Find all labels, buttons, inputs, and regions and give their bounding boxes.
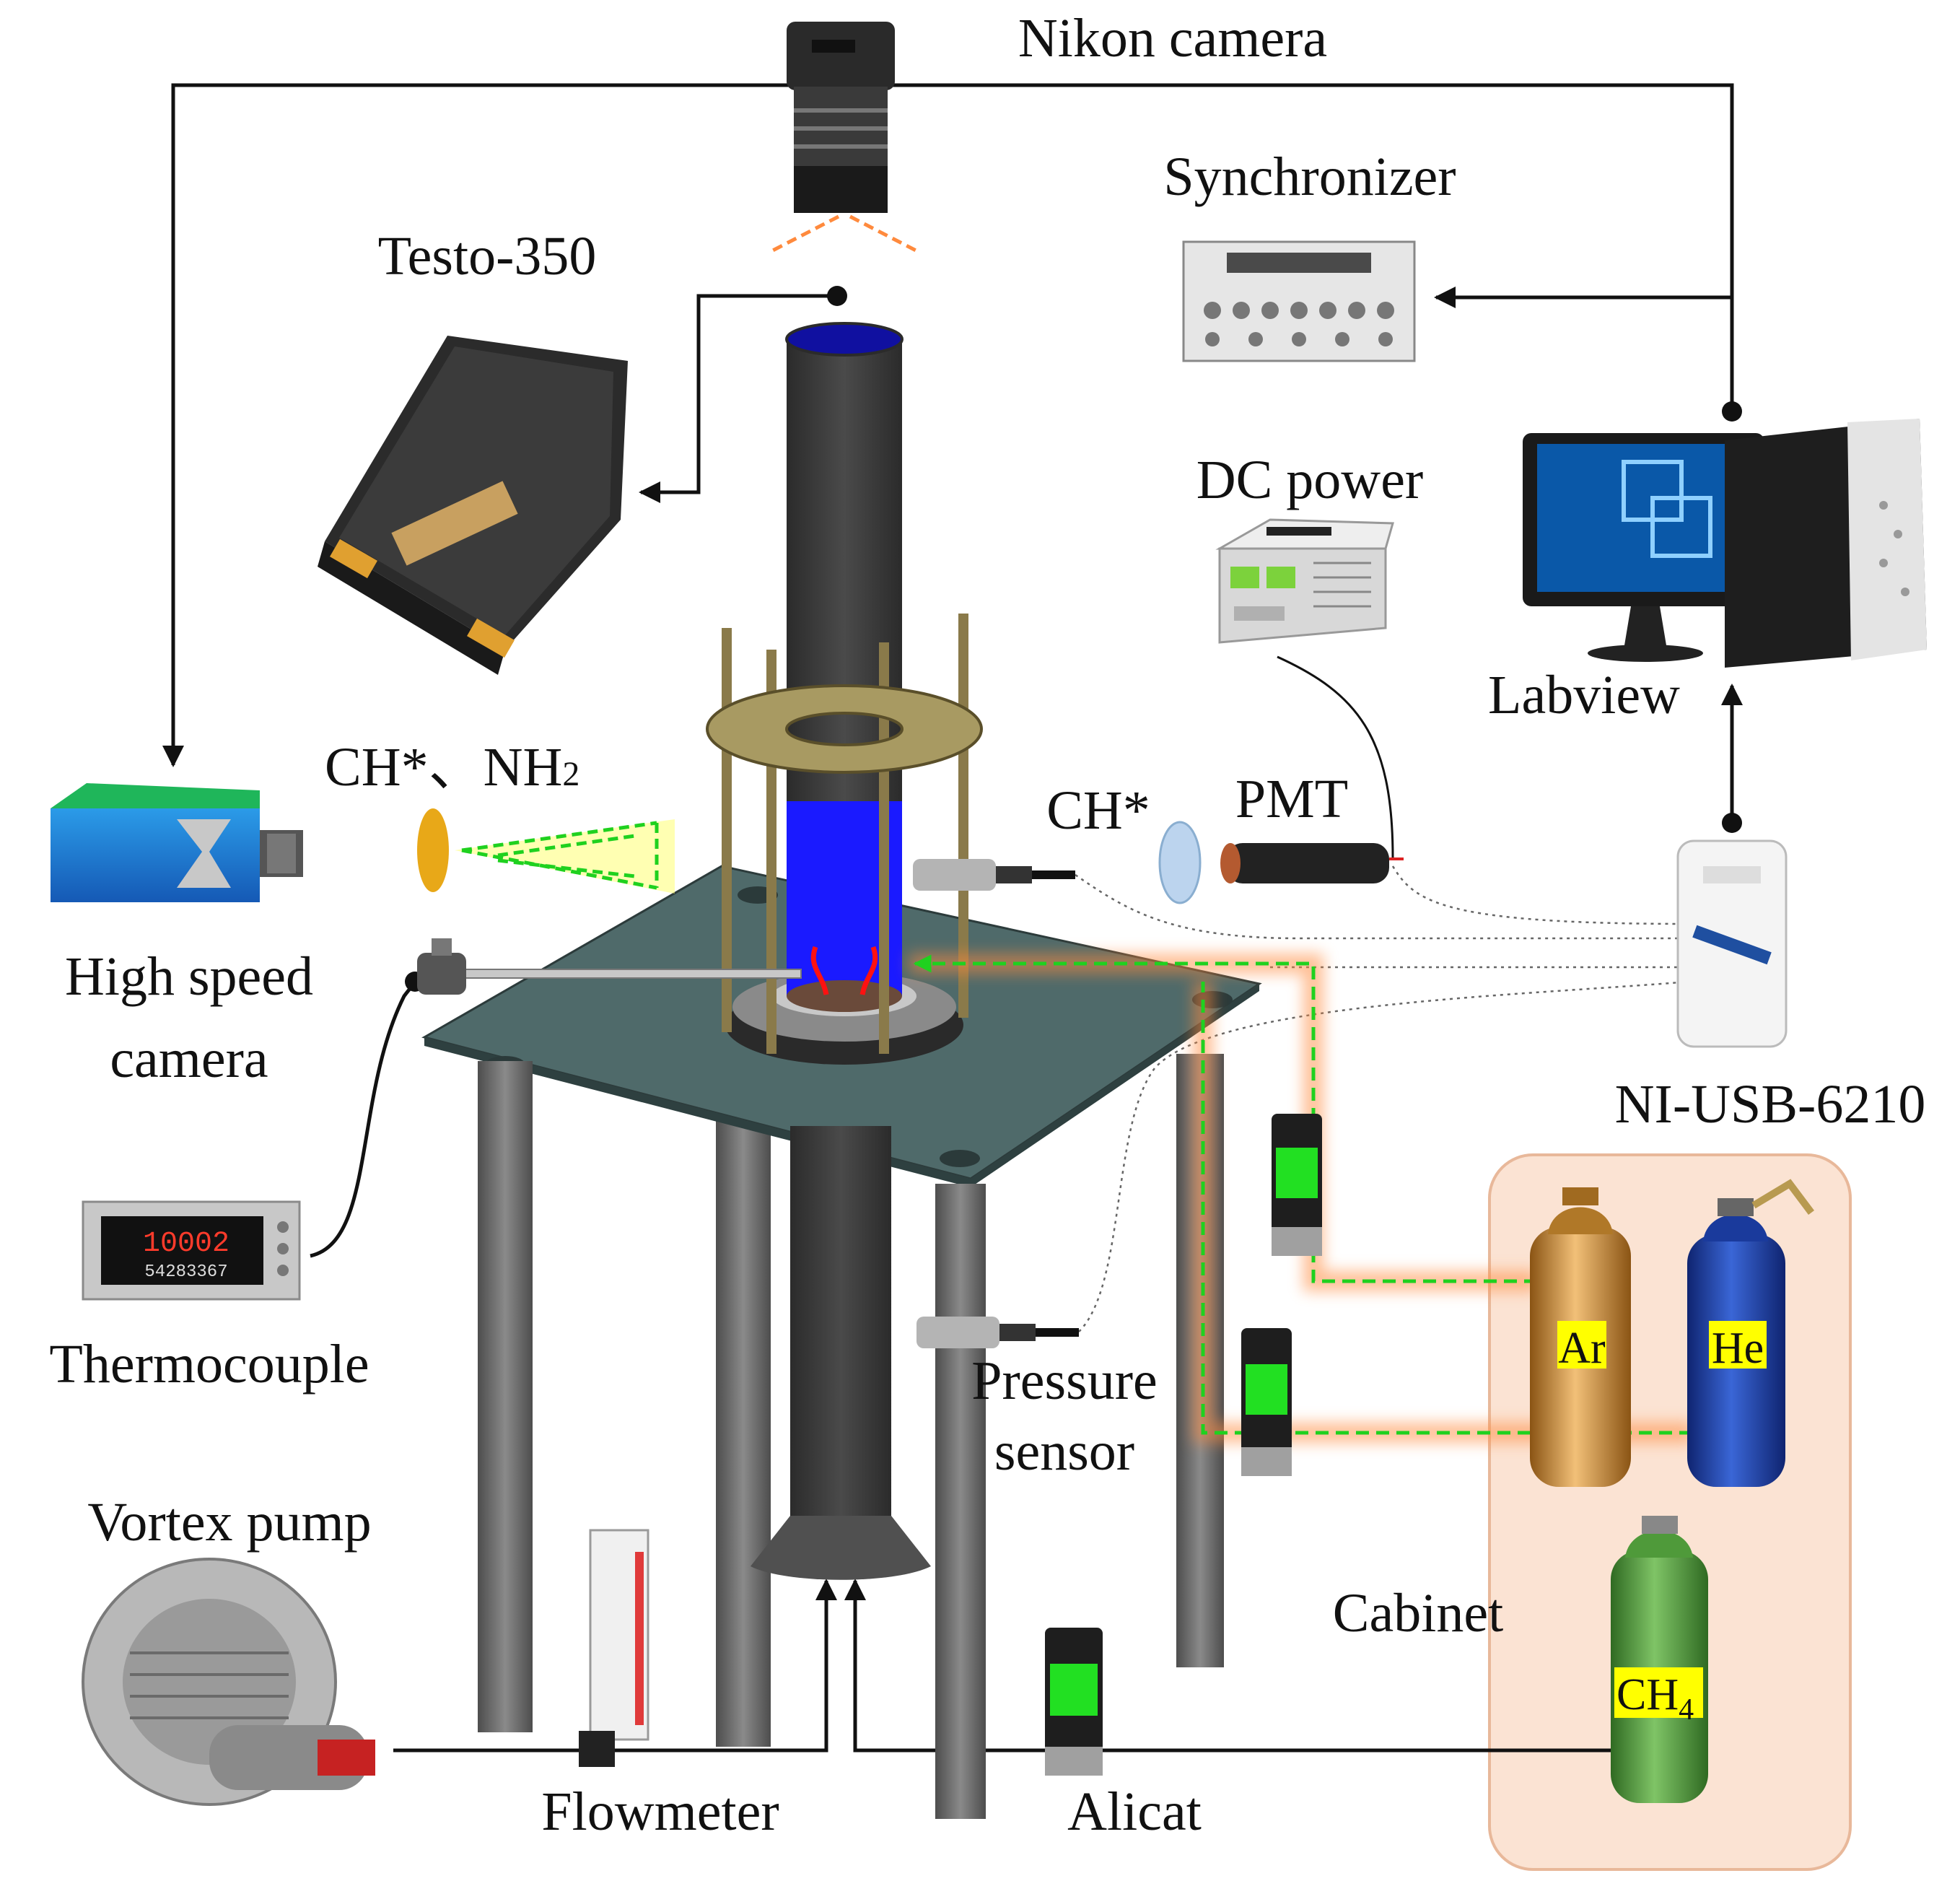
alicat-controller <box>1045 1628 1103 1776</box>
exhaust-cone <box>751 1516 931 1580</box>
label-emission-species: CH*、NH2 <box>325 737 579 798</box>
gas-label-ch4: CH4 <box>1616 1670 1694 1727</box>
pmt-icon <box>1158 821 1404 904</box>
vortex-pump-icon <box>82 1558 375 1806</box>
gas-line-green <box>913 954 1692 1435</box>
burner-legs-front <box>478 1061 986 1819</box>
mass-flow-controller-he <box>1241 1328 1292 1476</box>
synchronizer-icon <box>1182 240 1416 362</box>
label-pressure: Pressure <box>971 1350 1158 1411</box>
junction-tube-top <box>827 286 847 306</box>
label-nikon-camera: Nikon camera <box>1018 8 1327 69</box>
dotted-sensor-wires <box>1075 865 1689 1332</box>
thermo-display-bottom: 54283367 <box>144 1262 227 1282</box>
wire-thermocouple <box>310 976 425 1258</box>
label-ni-usb-6210: NI-USB-6210 <box>1615 1074 1926 1135</box>
thermocouple-display-icon <box>82 1200 301 1301</box>
lower-tube <box>790 1126 891 1530</box>
methane-bottle <box>1611 1516 1708 1803</box>
label-pmt: PMT <box>1235 769 1348 829</box>
emission-beam <box>461 821 659 890</box>
signal-wires <box>162 83 1743 1753</box>
label-flowmeter: Flowmeter <box>541 1781 779 1842</box>
wire-dc-power <box>1277 655 1394 858</box>
mass-flow-controller-ar <box>1272 1114 1322 1256</box>
pressure-sensor-upper <box>913 859 1075 891</box>
ni-usb-6210-icon <box>1676 839 1788 1048</box>
label-testo-350: Testo-350 <box>378 226 597 287</box>
gas-label-he-bg <box>1709 1321 1767 1369</box>
label-vortex-pump: Vortex pump <box>87 1492 371 1553</box>
nikon-camera-icon <box>767 22 922 255</box>
flame-icon <box>810 946 878 995</box>
thermo-display-top: 10002 <box>143 1228 229 1260</box>
emission-filter-lens <box>417 808 449 892</box>
annular-plate <box>705 684 984 774</box>
gas-label-he: He <box>1712 1324 1764 1373</box>
pressure-sensor-lower <box>916 1317 1079 1348</box>
burner-legs-back <box>716 1054 1224 1747</box>
gas-label-ar: Ar <box>1558 1324 1606 1373</box>
thermocouple-head <box>417 938 466 995</box>
label-cabinet: Cabinet <box>1333 1583 1503 1644</box>
computer-icon <box>1523 419 1927 668</box>
label-camera: camera <box>110 1029 268 1089</box>
label-dc-power: DC power <box>1196 450 1424 510</box>
wire-pump-to-burner <box>393 1579 837 1753</box>
label-thermocouple: Thermocouple <box>49 1334 369 1395</box>
wire-ch4-to-burner <box>844 1579 1611 1753</box>
flowmeter-icon <box>579 1529 649 1767</box>
junction-computer <box>1722 401 1742 422</box>
label-high-speed: High speed <box>65 946 313 1007</box>
label-sensor: sensor <box>994 1421 1134 1482</box>
testo-350-case-icon <box>318 336 628 675</box>
label-ch-star: CH* <box>1046 780 1150 841</box>
wire-computer-to-hs-camera <box>162 83 1734 767</box>
wire-tube-to-testo <box>639 294 830 503</box>
ch-filter-lens <box>1158 821 1202 904</box>
high-speed-camera-icon <box>51 783 303 902</box>
emission-beam-glow <box>455 819 675 894</box>
gas-label-ch4-bg <box>1614 1667 1703 1718</box>
thermocouple-probe <box>461 969 802 979</box>
label-alicat: Alicat <box>1067 1781 1202 1842</box>
upper-tube-opening <box>785 322 904 357</box>
label-labview: Labview <box>1488 665 1680 725</box>
dc-power-supply-icon <box>1215 518 1394 644</box>
label-synchronizer: Synchronizer <box>1163 147 1456 207</box>
junction-ni <box>1722 813 1742 833</box>
gas-label-ar-bg <box>1557 1321 1606 1369</box>
